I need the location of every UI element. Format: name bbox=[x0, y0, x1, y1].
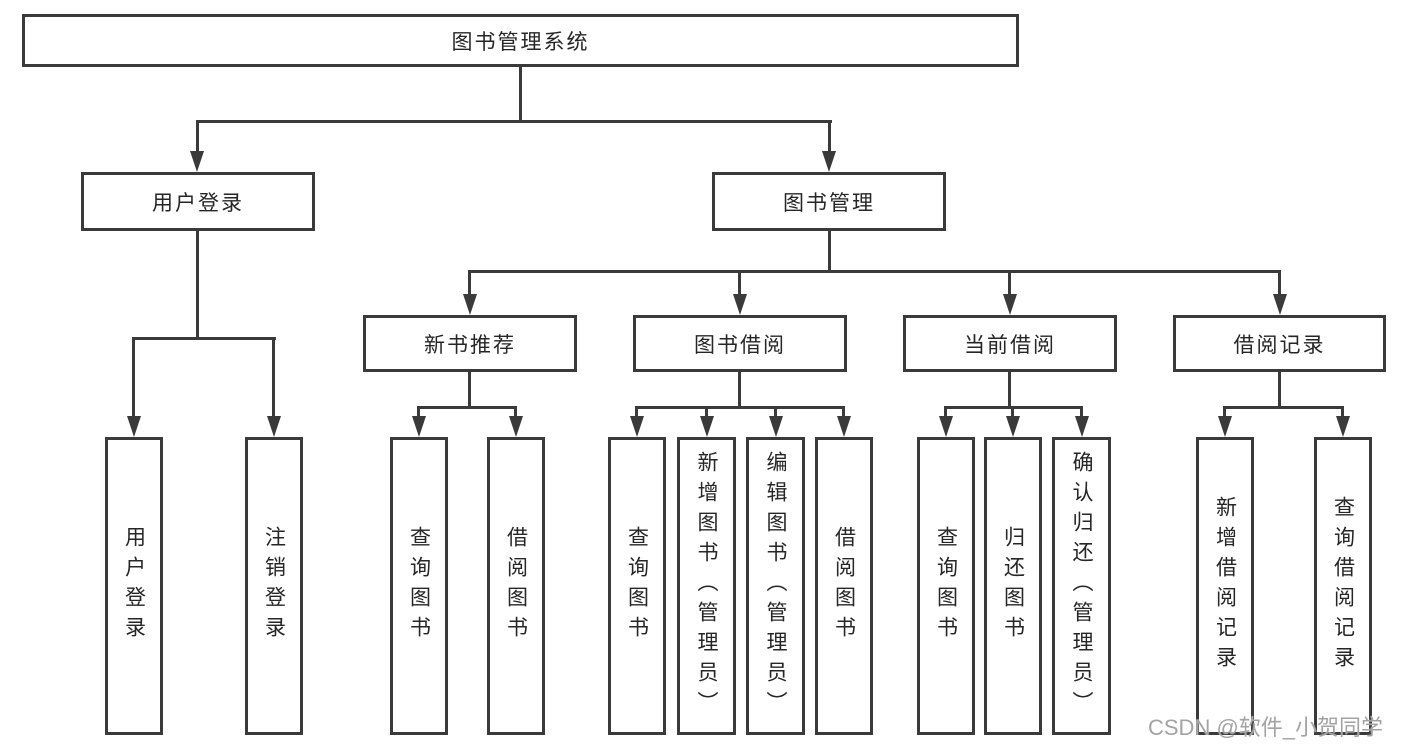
connector-line bbox=[1008, 270, 1011, 298]
connector-line bbox=[828, 231, 831, 273]
connector-line bbox=[417, 406, 420, 420]
connector-line bbox=[1341, 406, 1344, 420]
arrow-down-icon bbox=[267, 416, 281, 437]
arrow-down-icon bbox=[769, 416, 783, 437]
connector-line bbox=[1223, 406, 1344, 409]
node-label: 查询借阅记录 bbox=[1331, 496, 1355, 676]
leaf-query-books-borrow: 查询图书 bbox=[608, 437, 666, 735]
connector-line bbox=[944, 406, 947, 420]
connector-line bbox=[468, 270, 471, 298]
connector-line bbox=[635, 406, 638, 420]
connector-line bbox=[196, 120, 832, 123]
arrow-down-icon bbox=[412, 416, 426, 437]
node-label: 查询图书 bbox=[934, 526, 958, 646]
connector-line bbox=[738, 371, 741, 409]
node-label: 查询图书 bbox=[407, 526, 431, 646]
connector-line bbox=[842, 406, 845, 420]
arrow-down-icon bbox=[127, 416, 141, 437]
leaf-logout: 注销登录 bbox=[245, 437, 303, 735]
arrow-down-icon bbox=[630, 416, 644, 437]
node-label: 新增图书（管理员） bbox=[695, 451, 718, 721]
arrow-down-icon bbox=[190, 151, 204, 172]
node-label: 借阅记录 bbox=[1233, 333, 1326, 357]
leaf-query-books-current: 查询图书 bbox=[917, 437, 975, 735]
connector-line bbox=[196, 231, 199, 340]
watermark: CSDN @软件_小贺同学 bbox=[1148, 715, 1384, 740]
connector-line bbox=[774, 406, 777, 420]
connector-line bbox=[514, 406, 517, 420]
node-book-management: 图书管理 bbox=[712, 172, 946, 231]
arrow-down-icon bbox=[837, 416, 851, 437]
arrow-down-icon bbox=[733, 294, 747, 315]
node-label: 编辑图书（管理员） bbox=[764, 451, 787, 721]
leaf-user-login: 用户登录 bbox=[105, 437, 163, 735]
leaf-borrow-books-recommend: 借阅图书 bbox=[487, 437, 545, 735]
node-label: 用户登录 bbox=[152, 191, 244, 215]
connector-line bbox=[828, 120, 831, 154]
leaf-borrow-books: 借阅图书 bbox=[815, 437, 873, 735]
connector-line bbox=[635, 406, 845, 409]
arrow-down-icon bbox=[1006, 416, 1020, 437]
node-new-book-recommendation: 新书推荐 bbox=[363, 315, 577, 372]
arrow-down-icon bbox=[1273, 294, 1287, 315]
node-label: 借阅图书 bbox=[504, 526, 528, 646]
arrow-down-icon bbox=[822, 151, 836, 172]
connector-line bbox=[417, 406, 517, 409]
node-label: 注销登录 bbox=[262, 526, 286, 646]
leaf-add-borrow-record: 新增借阅记录 bbox=[1196, 437, 1254, 735]
arrow-down-icon bbox=[1336, 416, 1350, 437]
node-label: 归还图书 bbox=[1001, 526, 1025, 646]
connector-line bbox=[1223, 406, 1226, 420]
node-user-login: 用户登录 bbox=[81, 172, 315, 231]
node-label: 用户登录 bbox=[122, 526, 146, 646]
leaf-confirm-return-admin: 确认归还（管理员） bbox=[1052, 437, 1111, 735]
leaf-query-books-recommend: 查询图书 bbox=[390, 437, 448, 735]
connector-line bbox=[132, 337, 276, 340]
connector-line bbox=[738, 270, 741, 298]
connector-line bbox=[132, 337, 135, 420]
node-borrowing-records: 借阅记录 bbox=[1173, 315, 1386, 372]
arrow-down-icon bbox=[463, 294, 477, 315]
node-label: 图书借阅 bbox=[694, 333, 786, 357]
node-label: 图书管理系统 bbox=[451, 30, 590, 54]
node-book-borrowing: 图书借阅 bbox=[633, 315, 847, 372]
leaf-return-books: 归还图书 bbox=[984, 437, 1042, 735]
arrow-down-icon bbox=[1003, 294, 1017, 315]
connector-line bbox=[1080, 406, 1083, 420]
connector-line bbox=[519, 66, 522, 123]
arrow-down-icon bbox=[509, 416, 523, 437]
connector-line bbox=[196, 120, 199, 154]
connector-line bbox=[1008, 371, 1011, 409]
node-label: 新增借阅记录 bbox=[1213, 496, 1237, 676]
leaf-edit-books-admin: 编辑图书（管理员） bbox=[746, 437, 805, 735]
connector-line bbox=[272, 337, 275, 420]
connector-line bbox=[1011, 406, 1014, 420]
connector-line bbox=[1278, 270, 1281, 298]
node-label: 当前借阅 bbox=[964, 333, 1056, 357]
node-label: 确认归还（管理员） bbox=[1070, 451, 1093, 721]
leaf-query-borrow-record: 查询借阅记录 bbox=[1314, 437, 1372, 735]
connector-line bbox=[705, 406, 708, 420]
arrow-down-icon bbox=[700, 416, 714, 437]
node-library-management-system: 图书管理系统 bbox=[22, 14, 1019, 67]
node-label: 借阅图书 bbox=[832, 526, 856, 646]
connector-line bbox=[468, 371, 471, 409]
arrow-down-icon bbox=[1218, 416, 1232, 437]
connector-line bbox=[468, 270, 1281, 273]
arrow-down-icon bbox=[1075, 416, 1089, 437]
node-label: 图书管理 bbox=[783, 191, 875, 215]
arrow-down-icon bbox=[939, 416, 953, 437]
connector-line bbox=[1278, 371, 1281, 409]
leaf-add-books-admin: 新增图书（管理员） bbox=[677, 437, 736, 735]
node-current-borrowing: 当前借阅 bbox=[903, 315, 1117, 372]
node-label: 查询图书 bbox=[625, 526, 649, 646]
node-label: 新书推荐 bbox=[424, 333, 516, 357]
